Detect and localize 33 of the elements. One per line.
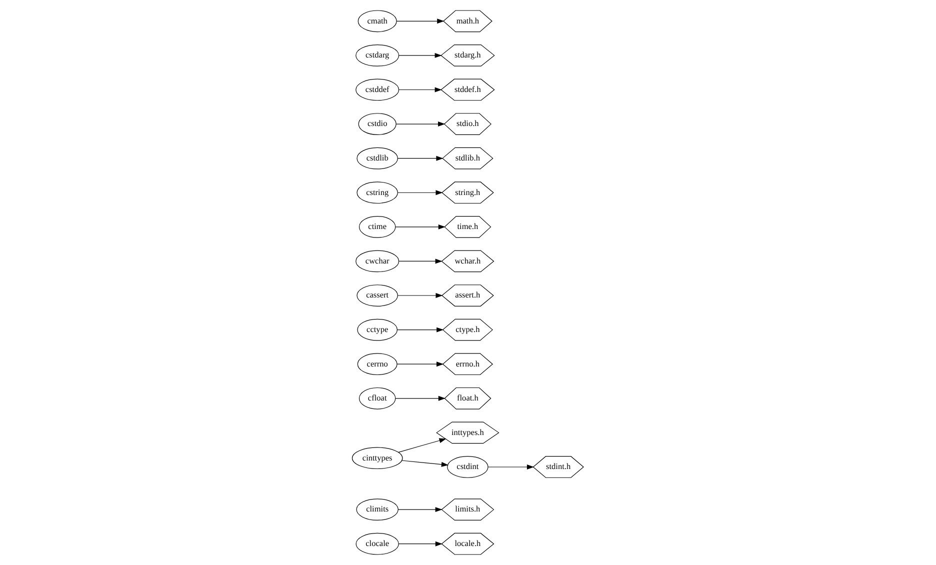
arrow: [397, 190, 443, 196]
arrow: [398, 438, 446, 453]
arrow: [397, 293, 443, 298]
arrow: [488, 464, 534, 470]
node-ellipse: cstddef: [356, 78, 400, 101]
node-ellipse: cstdio: [358, 113, 396, 135]
node-ellipse: clocale: [356, 532, 399, 555]
node-ellipse: cinttypes: [352, 447, 403, 470]
node-ellipse: cctype: [357, 318, 398, 341]
node-ellipse: ctime: [358, 216, 396, 238]
arrow: [398, 52, 442, 58]
arrow: [398, 87, 442, 92]
arrow: [395, 224, 446, 230]
arrow: [397, 327, 444, 332]
node-ellipse: cerrno: [357, 353, 398, 376]
arrow: [398, 258, 442, 264]
arrow: [398, 541, 442, 546]
node-ellipse: climits: [356, 498, 398, 520]
arrow: [402, 460, 449, 467]
node-ellipse: cassert: [356, 284, 398, 306]
arrow: [396, 18, 444, 24]
arrow: [395, 396, 446, 401]
node-ellipse: cstdarg: [356, 44, 400, 66]
arrow: [397, 156, 444, 161]
node-ellipse: cwchar: [356, 250, 400, 272]
node-ellipse: cfloat: [358, 387, 396, 410]
node-ellipse: cstring: [356, 182, 398, 204]
arrow: [398, 507, 442, 512]
node-ellipse: cstdlib: [356, 147, 398, 170]
node-ellipse: cstdint: [447, 456, 488, 478]
arrow: [396, 122, 446, 127]
node-ellipse: cmath: [358, 10, 397, 32]
arrow: [396, 362, 444, 367]
